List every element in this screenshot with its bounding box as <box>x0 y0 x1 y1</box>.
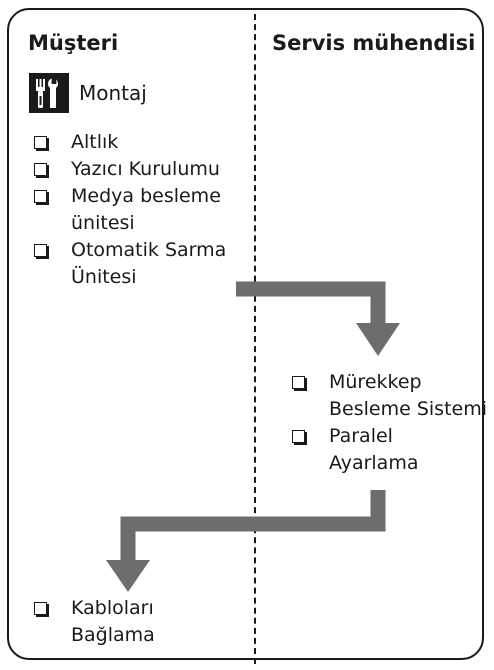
list-item: Altlık <box>29 129 244 156</box>
task-label: Yazıcı Kurulumu <box>71 158 220 180</box>
column-divider <box>254 14 256 664</box>
checkbox-icon <box>34 163 47 176</box>
engineer-column-title: Servis mühendisi <box>272 31 476 55</box>
tools-icon <box>29 73 69 113</box>
checkbox-icon <box>34 602 47 615</box>
task-label: Paralel Ayarlama <box>329 425 419 474</box>
list-item: Paralel Ayarlama <box>287 423 487 477</box>
task-label: Altlık <box>71 131 119 153</box>
flow-arrow-to-customer <box>106 490 386 592</box>
list-item: Otomatik Sarma Ünitesi <box>29 237 244 291</box>
montaj-section: Montaj <box>29 73 147 113</box>
checkbox-icon <box>292 430 305 443</box>
montaj-label: Montaj <box>79 81 147 105</box>
engineer-task-list: Mürekkep Besleme Sistemi Paralel Ayarlam… <box>287 369 487 477</box>
task-label: Kabloları Bağlama <box>71 597 155 646</box>
customer-column-title: Müşteri <box>28 31 119 55</box>
list-item: Kabloları Bağlama <box>29 595 244 649</box>
task-label: Otomatik Sarma Ünitesi <box>71 239 227 288</box>
customer-task-list: Altlık Yazıcı Kurulumu Medya besleme üni… <box>29 129 244 291</box>
list-item: Mürekkep Besleme Sistemi <box>287 369 487 423</box>
diagram-frame <box>7 8 484 660</box>
checkbox-icon <box>34 136 47 149</box>
final-task-list: Kabloları Bağlama <box>29 595 244 649</box>
list-item: Yazıcı Kurulumu <box>29 156 244 183</box>
task-label: Medya besleme ünitesi <box>71 185 221 234</box>
checkbox-icon <box>34 244 47 257</box>
list-item: Medya besleme ünitesi <box>29 183 244 237</box>
checkbox-icon <box>292 376 305 389</box>
flow-arrow-to-engineer <box>236 281 400 356</box>
task-label: Mürekkep Besleme Sistemi <box>329 371 487 420</box>
checkbox-icon <box>34 190 47 203</box>
